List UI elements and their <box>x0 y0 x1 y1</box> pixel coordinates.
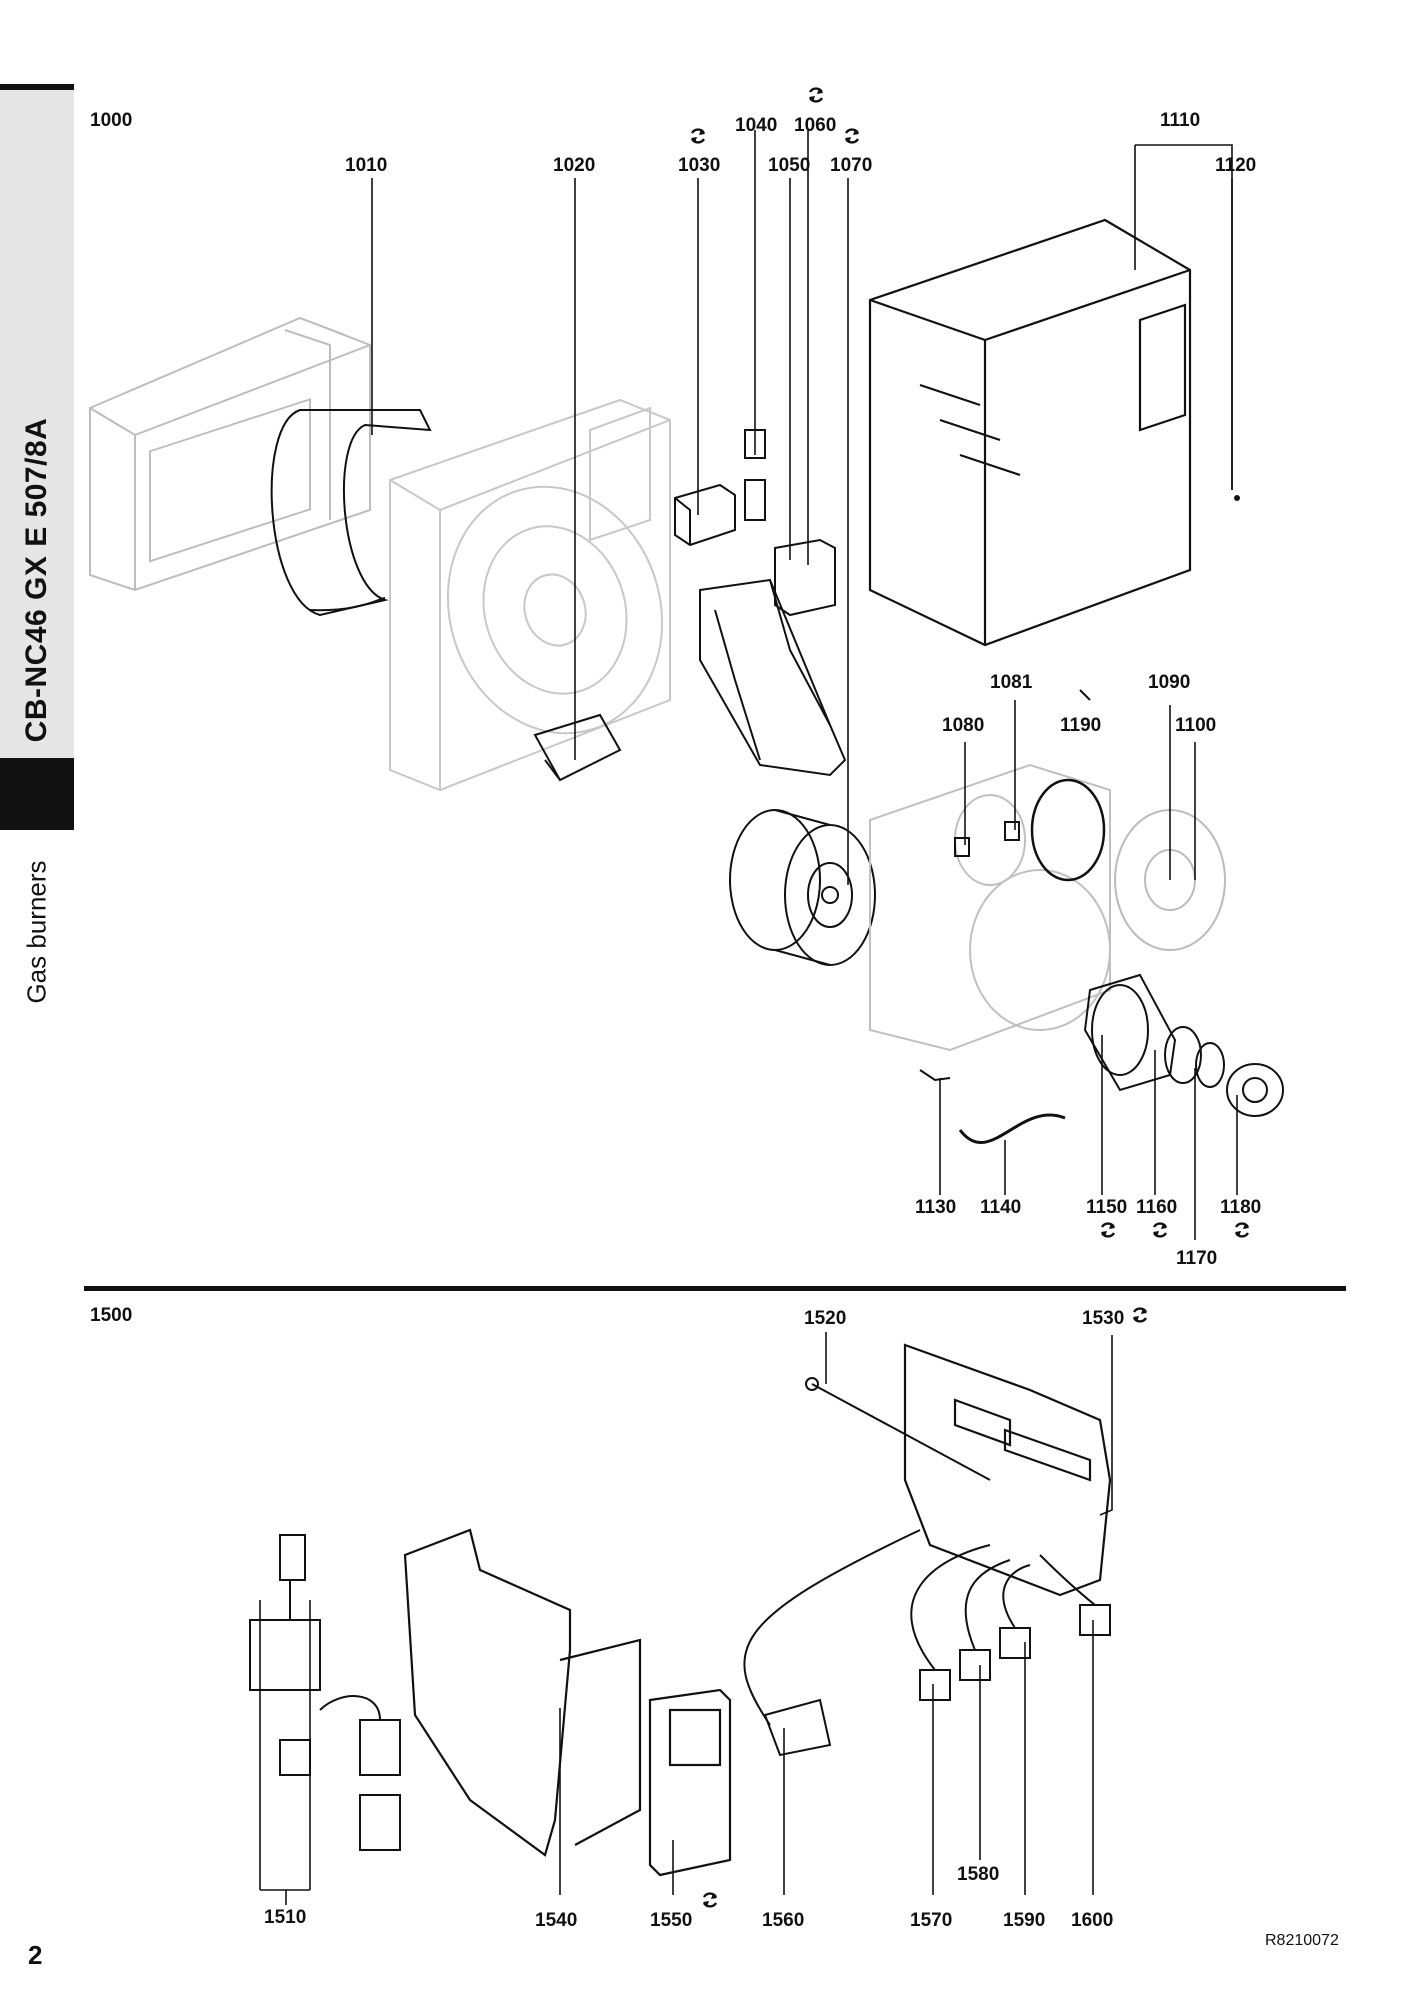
sidebar-top-bar <box>0 84 74 90</box>
part-1160-flange <box>1164 1026 1202 1084</box>
part-1110-cover-hood <box>868 218 1192 647</box>
housing-rear-ghost <box>89 316 371 592</box>
part-1060-plate <box>699 578 847 777</box>
part-label-1040: 1040 <box>735 115 778 136</box>
part-1140-hose <box>958 1113 1066 1145</box>
part-1020-bracket <box>533 713 622 782</box>
part-1190-tool <box>1079 689 1091 701</box>
part-1010-ring <box>270 409 432 617</box>
section-id-1500: 1500 <box>90 1305 133 1326</box>
part-1070-fan-wheel <box>729 809 876 966</box>
section-divider <box>84 1286 1346 1291</box>
part-label-1170: 1170 <box>1176 1248 1218 1269</box>
exchange-icon-1150 <box>1099 1221 1117 1239</box>
part-label-1530: 1530 <box>1082 1308 1125 1329</box>
page-number: 2 <box>28 1940 43 1970</box>
housing-front-ghost <box>389 398 671 792</box>
part-1520-connector <box>805 1377 819 1391</box>
part-1050-relay <box>774 538 836 617</box>
part-1120-screw <box>1234 495 1240 501</box>
part-label-1070: 1070 <box>830 155 873 176</box>
part-label-1010: 1010 <box>345 155 388 176</box>
part-label-1550: 1550 <box>650 1910 693 1931</box>
part-label-1600: 1600 <box>1071 1910 1114 1931</box>
sidebar-black-block <box>0 758 74 830</box>
exchange-icon-1060 <box>807 86 825 104</box>
part-1170-seal <box>1195 1042 1225 1088</box>
part-label-1140: 1140 <box>980 1197 1022 1218</box>
section-id-1000: 1000 <box>90 110 133 131</box>
exchange-icon-1530 <box>1131 1306 1149 1324</box>
part-label-1060: 1060 <box>794 115 837 136</box>
part-label-1580: 1580 <box>957 1864 1000 1885</box>
part-label-1510: 1510 <box>264 1907 307 1928</box>
exchange-icon-1160 <box>1151 1221 1169 1239</box>
sidebar-band <box>0 90 74 758</box>
part-label-1120: 1120 <box>1215 155 1257 176</box>
part-label-1081: 1081 <box>990 672 1033 693</box>
part-1550-display <box>648 1688 732 1877</box>
part-1530-control-unit <box>903 1343 1112 1597</box>
part-label-1150: 1150 <box>1086 1197 1128 1218</box>
part-1190-oring <box>1030 778 1106 882</box>
part-label-1180: 1180 <box>1220 1197 1262 1218</box>
exchange-icon-1180 <box>1233 1221 1251 1239</box>
part-1081-clip <box>1004 821 1020 841</box>
part-label-1590: 1590 <box>1003 1910 1046 1931</box>
part-label-1160: 1160 <box>1136 1197 1178 1218</box>
exchange-icon-1550 <box>701 1891 719 1909</box>
part-label-1030: 1030 <box>678 155 721 176</box>
leader-lines-1000 <box>371 130 1238 1240</box>
part-label-1090: 1090 <box>1148 672 1191 693</box>
part-1520-cable <box>811 1383 991 1481</box>
part-label-1020: 1020 <box>553 155 596 176</box>
part-label-1540: 1540 <box>535 1910 578 1931</box>
part-1540-bracket <box>403 1528 642 1857</box>
part-label-1080: 1080 <box>942 715 985 736</box>
part-1510-contactor-set <box>249 1534 401 1851</box>
part-1130-clip <box>919 1069 951 1082</box>
part-1570-1600-plugs <box>910 1544 1111 1701</box>
part-1180-pressure-switch <box>1226 1063 1284 1117</box>
burner-backplate-ghost <box>869 763 1111 1052</box>
drawing-reference-code: R8210072 <box>1265 1932 1339 1949</box>
part-1030-connector <box>674 483 736 547</box>
part-1080-clip <box>954 837 970 857</box>
part-label-1520: 1520 <box>804 1308 847 1329</box>
part-1560-plug <box>743 1529 921 1757</box>
exchange-icon-1070 <box>843 127 861 145</box>
part-label-1570: 1570 <box>910 1910 953 1931</box>
part-label-1050: 1050 <box>768 155 811 176</box>
part-label-1560: 1560 <box>762 1910 805 1931</box>
part-label-1190: 1190 <box>1060 715 1102 736</box>
part-label-1110: 1110 <box>1160 110 1201 131</box>
leader-lines-1500 <box>259 1332 1113 1905</box>
exchange-icon-1030 <box>689 127 707 145</box>
part-label-1130: 1130 <box>915 1197 957 1218</box>
part-label-1100: 1100 <box>1175 715 1217 736</box>
